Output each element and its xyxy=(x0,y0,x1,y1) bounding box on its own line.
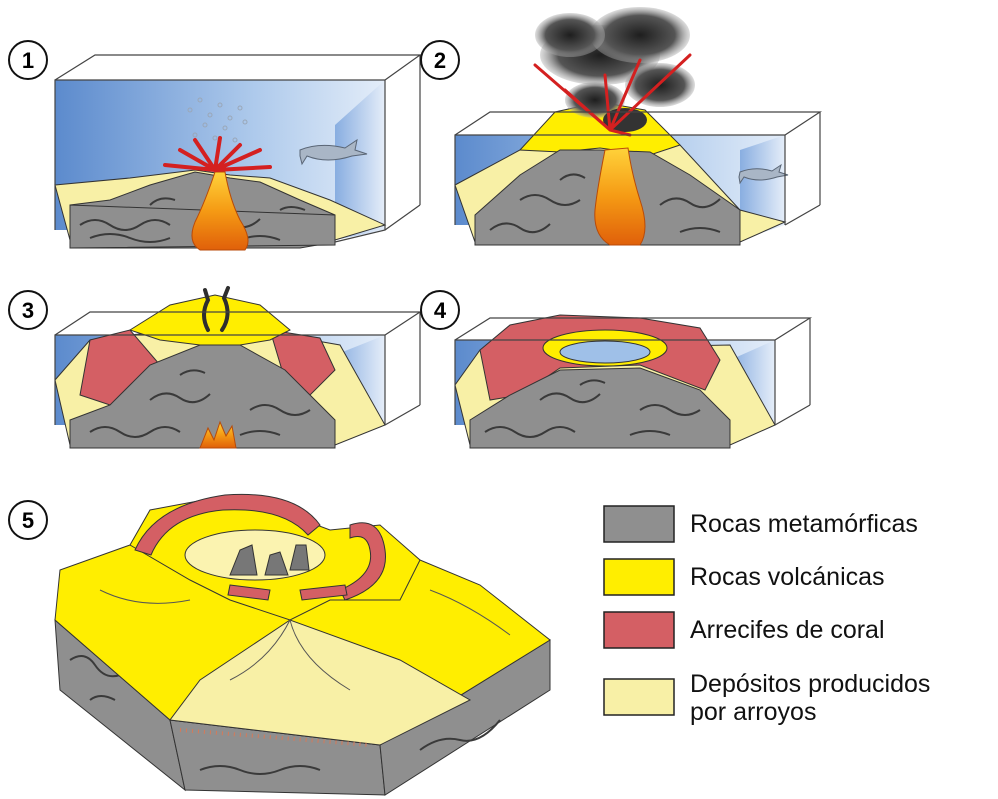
box-outline xyxy=(454,111,823,225)
box-edge xyxy=(384,404,421,426)
rock-foliation xyxy=(69,655,501,775)
legend-label-line2: por arroyos xyxy=(690,698,816,726)
alluvial-fan xyxy=(169,619,472,746)
rock-foliation xyxy=(489,173,721,234)
legend-item-volcanic: Rocas volcánicas xyxy=(603,558,885,596)
legend-item-deposits: Depósitos producidos por arroyos xyxy=(603,670,930,726)
step-badge-2: 2 xyxy=(420,40,460,80)
legend-label: Depósitos producidos xyxy=(690,670,930,698)
lagoon-water xyxy=(559,340,651,364)
panel-1 xyxy=(54,54,422,251)
erosional-remnants xyxy=(229,544,310,576)
ash-cloud xyxy=(535,7,695,132)
panel-5 xyxy=(54,493,551,796)
box-outline xyxy=(454,317,813,425)
legend-label: Arrecifes de coral xyxy=(690,616,885,644)
rock-foliation xyxy=(484,379,701,438)
ejecta-plume xyxy=(163,136,272,172)
shark-icon xyxy=(738,163,789,185)
legend-swatch xyxy=(603,505,675,543)
panel-2 xyxy=(454,7,823,246)
step-badge-3: 3 xyxy=(8,290,48,330)
lava-conduit xyxy=(191,171,249,251)
water-right-side xyxy=(335,80,385,240)
step-number: 2 xyxy=(434,48,446,73)
shark-icon xyxy=(299,138,368,166)
box-outline xyxy=(54,311,423,425)
legend-label: Rocas metamórficas xyxy=(690,510,918,538)
legend: Rocas metamórficas Rocas volcánicas Arre… xyxy=(603,505,930,726)
crater-floor xyxy=(184,529,326,581)
ground-volcanic xyxy=(128,294,291,346)
step-number: 1 xyxy=(22,48,34,73)
step-number: 5 xyxy=(22,508,34,533)
box-edge xyxy=(784,204,821,226)
panel-3 xyxy=(54,286,423,449)
panel-4 xyxy=(454,314,813,449)
legend-swatch xyxy=(603,611,675,649)
box-edge xyxy=(774,404,811,426)
legend-swatch xyxy=(603,558,675,596)
stream-channels xyxy=(99,589,511,691)
ground-metamorphic xyxy=(469,367,731,449)
ejecta-plume xyxy=(533,53,692,137)
lava-conduit xyxy=(594,147,646,246)
step-badge-4: 4 xyxy=(420,290,460,330)
step-labels: 1 2 3 4 5 xyxy=(8,40,460,540)
step-badge-5: 5 xyxy=(8,500,48,540)
step-number: 3 xyxy=(22,298,34,323)
coral-rim xyxy=(134,493,321,556)
box-outline xyxy=(54,54,422,230)
step-badge-1: 1 xyxy=(8,40,48,80)
legend-item-metamorphic: Rocas metamórficas xyxy=(603,505,918,543)
step-number: 4 xyxy=(434,298,447,323)
legend-label: Rocas volcánicas xyxy=(690,563,885,591)
bubbles xyxy=(187,97,248,143)
coral-rim-front xyxy=(227,584,348,601)
legend-item-coral: Arrecifes de coral xyxy=(603,611,885,649)
box-edge xyxy=(384,204,421,231)
rock-foliation xyxy=(89,369,311,438)
legend-swatch xyxy=(603,678,675,716)
lava-remnant xyxy=(199,420,237,449)
ground-metamorphic xyxy=(69,344,336,449)
